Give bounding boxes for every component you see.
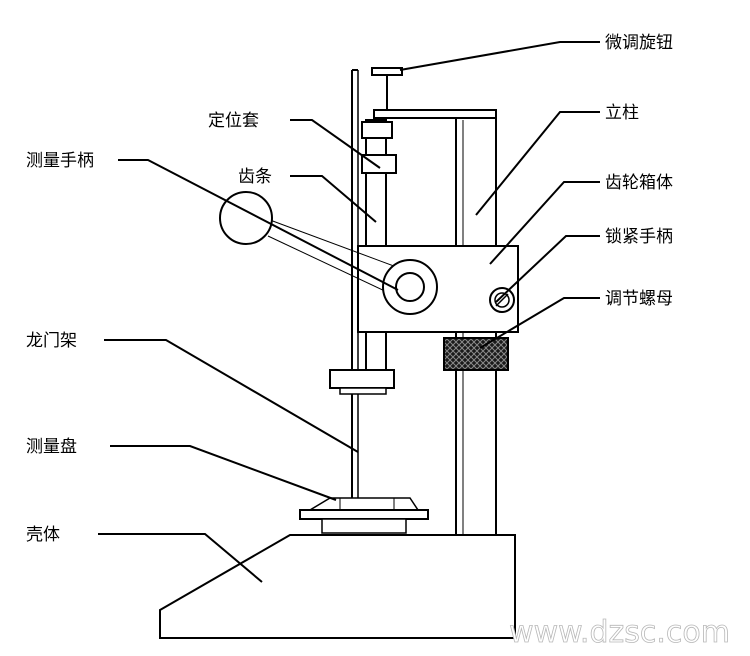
label-gantry: 龙门架 <box>26 331 77 351</box>
lower-clamp <box>329 369 395 389</box>
lower-clamp-base <box>339 387 387 395</box>
label-fine-knob: 微调旋钮 <box>605 33 673 53</box>
leader-fine-knob <box>399 41 600 71</box>
leader-locating-sleeve <box>290 119 381 169</box>
measuring-handle-ball[interactable] <box>219 191 273 245</box>
housing-body <box>159 534 516 639</box>
label-gearbox: 齿轮箱体 <box>605 173 673 193</box>
handle-arm-top <box>269 219 411 273</box>
label-measuring-disc: 测量盘 <box>26 437 77 457</box>
gear-shaft-inner <box>395 272 425 302</box>
measuring-disc <box>299 509 429 520</box>
leader-gantry <box>104 339 359 453</box>
measuring-disc-stand <box>321 518 407 534</box>
locating-sleeve-top <box>361 121 393 139</box>
label-lock-handle: 锁紧手柄 <box>605 227 673 247</box>
label-adjusting-nut: 调节螺母 <box>605 289 673 309</box>
label-locating-sleeve: 定位套 <box>208 111 259 131</box>
locating-sleeve <box>361 154 397 174</box>
label-measuring-handle: 测量手柄 <box>26 151 94 171</box>
watermark: www.dzsc.com <box>509 615 730 650</box>
leader-rack <box>290 175 377 223</box>
label-housing: 壳体 <box>26 525 60 545</box>
leader-adjusting-nut <box>479 297 600 349</box>
adjusting-nut <box>443 337 509 371</box>
measuring-disc-top <box>307 497 420 511</box>
fine-knob-cap <box>371 67 403 76</box>
leader-gearbox <box>489 181 600 265</box>
leader-column <box>475 111 600 216</box>
leader-housing <box>98 533 263 583</box>
leader-lock-handle <box>495 235 600 303</box>
leader-measuring-disc <box>110 445 337 501</box>
top-block <box>373 109 497 119</box>
label-rack: 齿条 <box>238 167 272 187</box>
label-column: 立柱 <box>605 103 639 123</box>
lock-handle-slot <box>495 293 509 307</box>
handle-arm-bottom <box>267 235 405 301</box>
leader-measuring-handle <box>118 159 399 291</box>
